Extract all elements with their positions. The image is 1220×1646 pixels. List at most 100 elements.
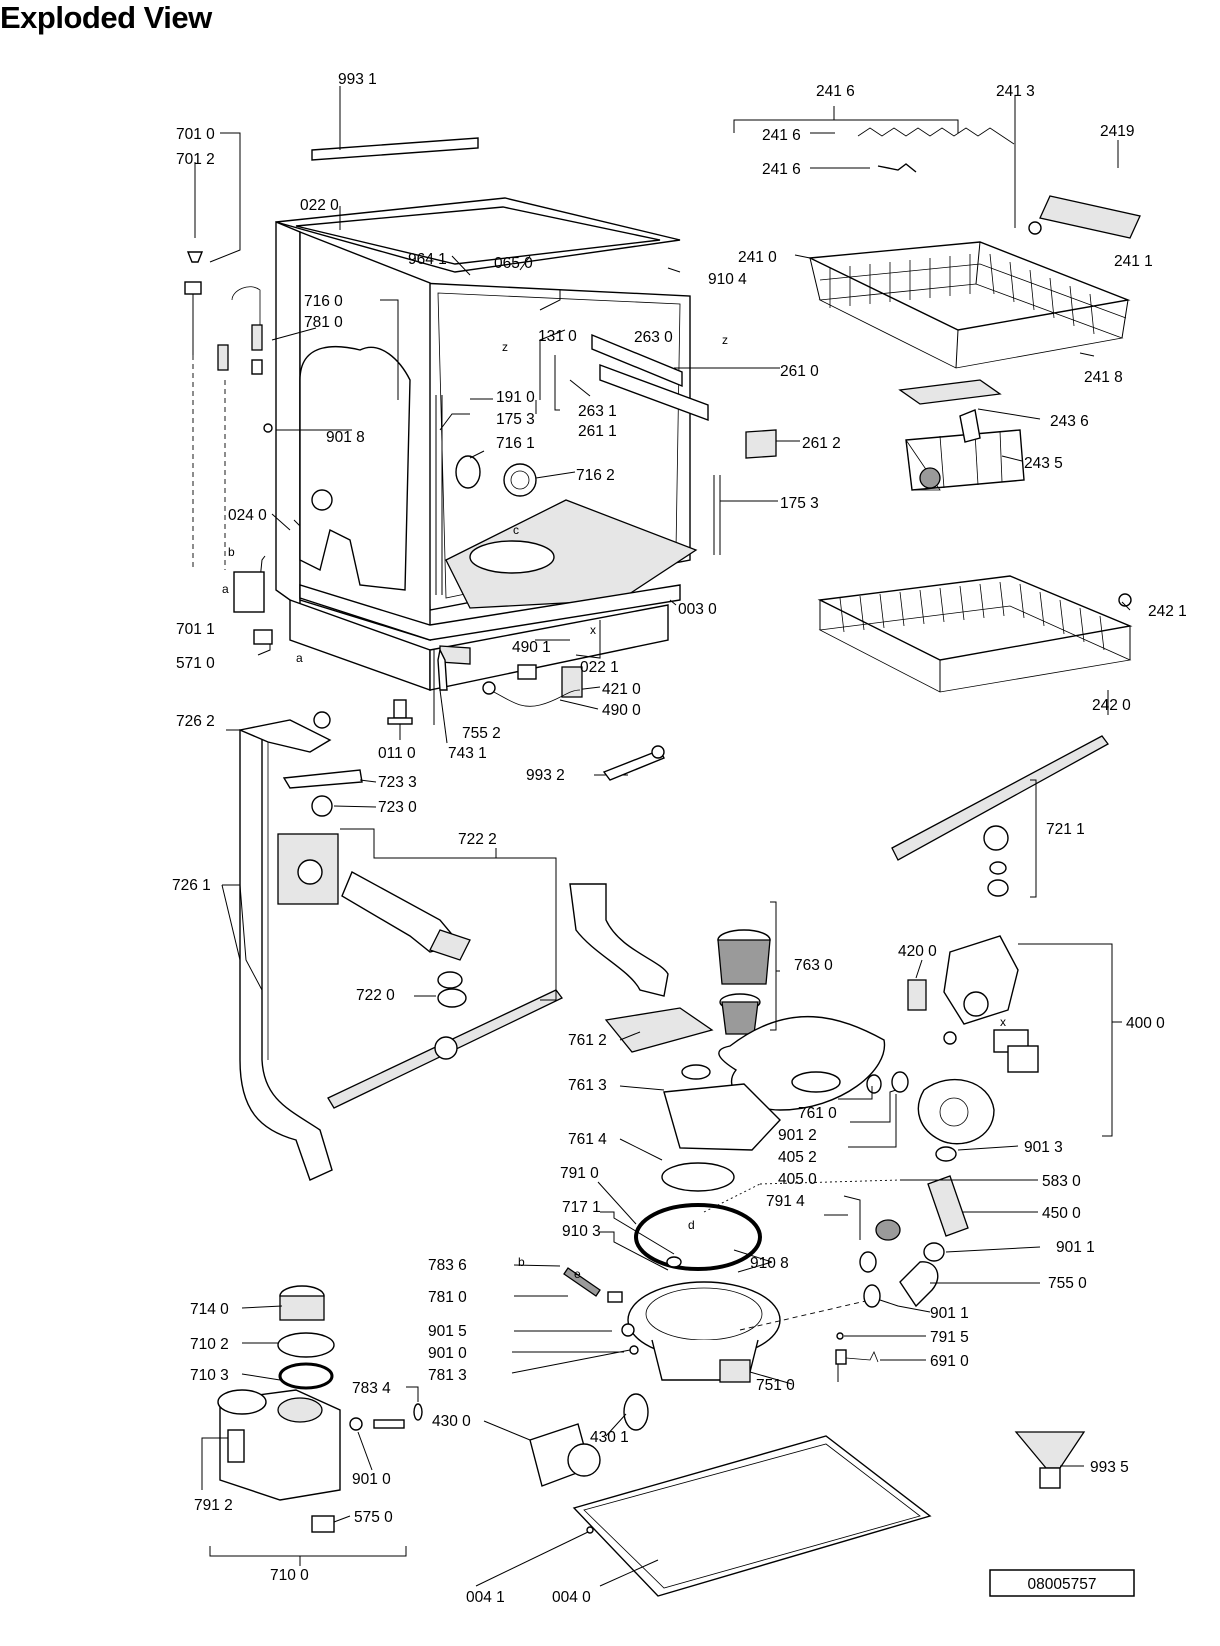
part-label: 241 6 — [816, 83, 855, 100]
part-label: 003 0 — [678, 601, 717, 618]
part-label: 761 2 — [568, 1032, 607, 1049]
part-label: 993 1 — [338, 71, 377, 88]
part-label: 004 0 — [552, 1589, 591, 1606]
part-label: 791 0 — [560, 1165, 599, 1182]
part-label: 781 0 — [304, 314, 343, 331]
part-label: 430 1 — [590, 1429, 629, 1446]
part-label: 242 1 — [1148, 603, 1187, 620]
part-label: 022 0 — [300, 197, 339, 214]
part-label: 490 1 — [512, 639, 551, 656]
part-label: 901 1 — [930, 1305, 969, 1322]
page-title: Exploded View — [0, 0, 212, 35]
part-label: 722 0 — [356, 987, 395, 1004]
part-label: 755 0 — [1048, 1275, 1087, 1292]
part-label: 964 1 — [408, 251, 447, 268]
part-label: 405 0 — [778, 1171, 817, 1188]
part-label: 490 0 — [602, 702, 641, 719]
part-label: 175 3 — [780, 495, 819, 512]
letter-b: b — [228, 545, 235, 559]
part-label: 781 3 — [428, 1367, 467, 1384]
softener-base-drawing — [209, 1285, 1086, 1597]
letter-d: d — [688, 1218, 695, 1232]
part-label: 726 2 — [176, 713, 215, 730]
part-label: 241 6 — [762, 161, 801, 178]
tub-leader-lines — [194, 86, 800, 776]
part-label: 430 0 — [432, 1413, 471, 1430]
part-label: 716 1 — [496, 435, 535, 452]
part-label: 761 3 — [568, 1077, 607, 1094]
part-label: 691 0 — [930, 1353, 969, 1370]
part-label: 263 0 — [634, 329, 673, 346]
part-label: 723 0 — [378, 799, 417, 816]
part-label: 717 1 — [562, 1199, 601, 1216]
part-label: 723 3 — [378, 774, 417, 791]
part-label: 191 0 — [496, 389, 535, 406]
part-label: 400 0 — [1126, 1015, 1165, 1032]
part-label: 901 3 — [1024, 1139, 1063, 1156]
letter-z: z — [722, 333, 728, 347]
part-label: 2419 — [1100, 123, 1134, 140]
part-label: 993 2 — [526, 767, 565, 784]
part-label: 901 2 — [778, 1127, 817, 1144]
drawing-number: 08005757 — [1028, 1576, 1097, 1593]
part-label: 751 0 — [756, 1377, 795, 1394]
part-label: 583 0 — [1042, 1173, 1081, 1190]
part-label: 241 6 — [762, 127, 801, 144]
part-label: 761 0 — [798, 1105, 837, 1122]
part-label: 901 0 — [428, 1345, 467, 1362]
letter-e: e — [574, 1267, 581, 1281]
part-label: 901 0 — [352, 1471, 391, 1488]
spray-leader-lines — [221, 729, 848, 1441]
part-label: 710 2 — [190, 1336, 229, 1353]
part-label: 022 1 — [580, 659, 619, 676]
part-label: 710 3 — [190, 1367, 229, 1384]
part-label: 263 1 — [578, 403, 617, 420]
rack-leader-lines — [794, 254, 1131, 898]
part-label: 131 0 — [538, 328, 577, 345]
part-label: 783 4 — [352, 1380, 391, 1397]
part-label: 701 0 — [176, 126, 215, 143]
part-label: 714 0 — [190, 1301, 229, 1318]
letter-z: z — [502, 340, 508, 354]
part-label: 241 3 — [996, 83, 1035, 100]
drawing-number-box — [989, 1569, 1135, 1597]
part-label: 993 5 — [1090, 1459, 1129, 1476]
letter-x: x — [1000, 1015, 1006, 1029]
part-label: 901 8 — [326, 429, 365, 446]
part-label: 755 2 — [462, 725, 501, 742]
part-label: 791 2 — [194, 1497, 233, 1514]
part-label: 420 0 — [898, 943, 937, 960]
part-label: 781 0 — [428, 1289, 467, 1306]
part-label: 901 5 — [428, 1323, 467, 1340]
letter-a: a — [296, 651, 303, 665]
part-label: 421 0 — [602, 681, 641, 698]
part-label: 261 1 — [578, 423, 617, 440]
part-label: 701 2 — [176, 151, 215, 168]
part-label: 571 0 — [176, 655, 215, 672]
part-label: 910 4 — [708, 271, 747, 288]
part-label: 243 6 — [1050, 413, 1089, 430]
rack-drawing — [733, 95, 1141, 897]
part-label: 175 3 — [496, 411, 535, 428]
letter-b: b — [518, 1255, 525, 1269]
part-label: 722 2 — [458, 831, 497, 848]
part-label: 761 4 — [568, 1131, 607, 1148]
tub-small-parts — [184, 251, 665, 781]
part-label: 065 0 — [494, 255, 533, 272]
part-label: 261 0 — [780, 363, 819, 380]
part-label: 783 6 — [428, 1257, 467, 1274]
part-label: 763 0 — [794, 957, 833, 974]
letter-x: x — [590, 623, 596, 637]
part-label: 024 0 — [228, 507, 267, 524]
part-label: 791 5 — [930, 1329, 969, 1346]
part-label: 241 1 — [1114, 253, 1153, 270]
part-label: 791 4 — [766, 1193, 805, 1210]
pump-drawing — [835, 935, 1039, 1382]
part-label: 726 1 — [172, 877, 211, 894]
part-label: 241 0 — [738, 249, 777, 266]
part-label: 261 2 — [802, 435, 841, 452]
part-labels: 993 1 701 0 701 2 022 0 964 1 065 0 910 … — [172, 71, 1187, 1606]
part-label: 910 8 — [750, 1255, 789, 1272]
part-label: 004 1 — [466, 1589, 505, 1606]
